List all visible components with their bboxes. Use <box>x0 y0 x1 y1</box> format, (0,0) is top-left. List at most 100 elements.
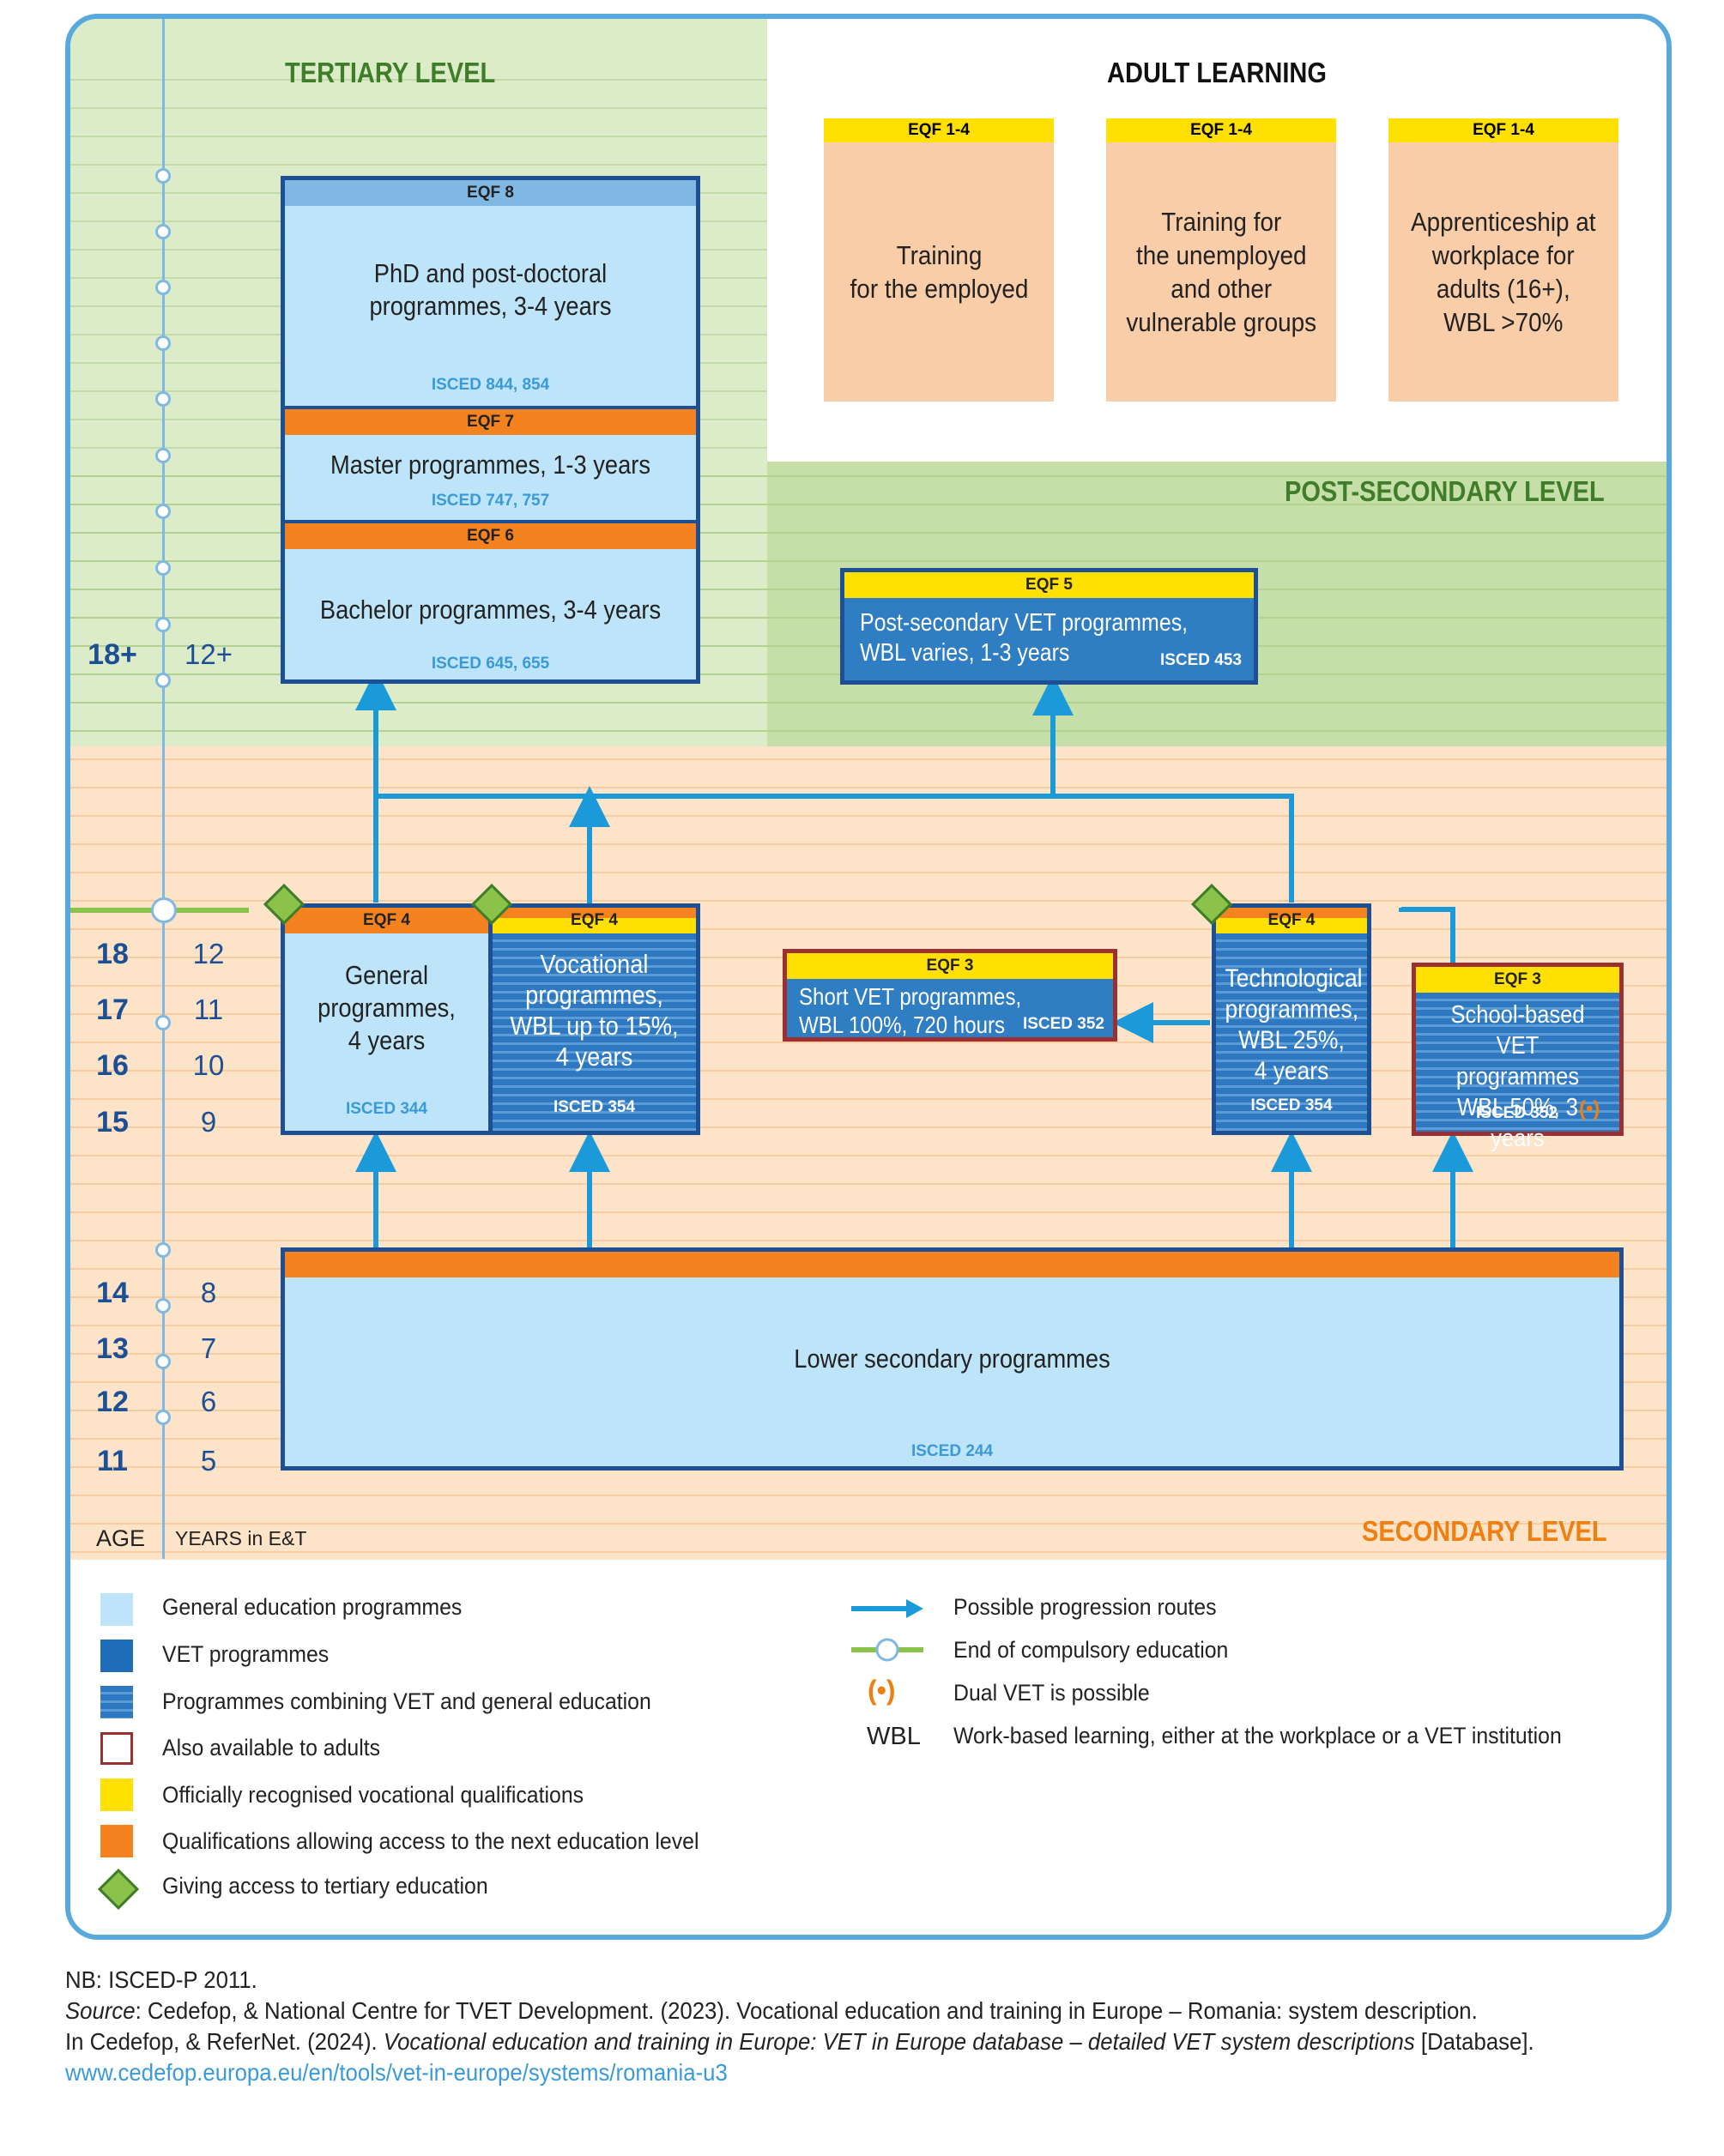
legend-access-next: Qualifications allowing access to the ne… <box>162 1828 699 1854</box>
age-label: 12 <box>96 1386 129 1418</box>
guide-line <box>70 1211 1667 1213</box>
age-label: 18+ <box>88 638 137 671</box>
year-label: 7 <box>200 1332 217 1364</box>
school-based-vet-box[interactable]: EQF 3 School-based VET programmes WBL 50… <box>1412 963 1624 1152</box>
master-isced: ISCED 747, 757 <box>431 492 550 510</box>
legend-swatch-access-next <box>100 1825 133 1857</box>
footer-source-label: Source <box>65 1997 136 2024</box>
adult-box-2-eqf: EQF 1-4 <box>1106 118 1336 142</box>
guide-line <box>70 758 1667 760</box>
axis-tick <box>155 1354 171 1369</box>
guide-line <box>70 730 1667 732</box>
master-eqf: EQF 7 <box>285 409 696 435</box>
guide-line <box>70 843 1667 845</box>
lower-secondary-text: Lower secondary programmes <box>794 1344 1110 1374</box>
legend-dual-icon: (•) <box>868 1675 896 1706</box>
years-axis-label: YEARS in E&T <box>175 1527 307 1549</box>
guide-line <box>70 702 1667 704</box>
adult-box-2: Training for the unemployed and other vu… <box>1106 142 1336 402</box>
axis-tick <box>155 224 171 239</box>
technological-isced: ISCED 354 <box>1250 1096 1333 1114</box>
guide-line <box>70 1098 1667 1100</box>
secondary-level-title: SECONDARY LEVEL <box>1362 1515 1607 1547</box>
guide-line <box>70 1523 1667 1525</box>
adult-box-3-text: Apprenticeship at workplace for adults (… <box>1411 207 1596 337</box>
vocational-isced: ISCED 354 <box>553 1098 636 1116</box>
vocational-text: Vocational programmes, WBL up to 15%, 4 … <box>510 949 679 1072</box>
axis-tick <box>155 1015 171 1030</box>
short-vet-eqf: EQF 3 <box>787 953 1113 979</box>
bachelor-eqf: EQF 6 <box>285 523 696 549</box>
legend-general: General education programmes <box>162 1594 463 1620</box>
guide-line <box>70 872 1667 873</box>
vocational-programmes-box[interactable]: EQF 4 Vocational programmes, WBL up to 1… <box>488 903 700 1135</box>
general-isced: ISCED 344 <box>345 1100 428 1118</box>
guide-line <box>70 79 767 81</box>
school-vet-isced: ISCED 352 <box>1476 1104 1558 1122</box>
guide-line <box>70 815 1667 817</box>
legend-vet: VET programmes <box>162 1641 330 1667</box>
axis-tick <box>155 504 171 519</box>
phd-eqf: EQF 8 <box>285 180 696 206</box>
legend-dual: Dual VET is possible <box>953 1680 1150 1706</box>
lower-secondary-isced: ISCED 244 <box>910 1442 994 1460</box>
axis-tick <box>155 448 171 463</box>
route-upper-connector <box>373 794 1294 903</box>
guide-line <box>70 1551 1667 1553</box>
route-school-vet <box>1399 907 1455 966</box>
age-label: 11 <box>97 1445 128 1477</box>
short-vet-box[interactable]: EQF 3 Short VET programmes, WBL 100%, 72… <box>783 949 1117 1042</box>
post-secondary-level-title: POST-SECONDARY LEVEL <box>1285 475 1605 507</box>
axis-tick <box>155 335 171 351</box>
dual-vet-marker: (•) <box>1579 1097 1600 1120</box>
legend-progression: Possible progression routes <box>953 1594 1217 1620</box>
adult-box-1: Training for the employed <box>824 142 1054 402</box>
general-eqf: EQF 4 <box>285 908 488 933</box>
legend-compulsory: End of compulsory education <box>953 1637 1229 1663</box>
general-programmes-box[interactable]: EQF 4 General programmes, 4 years ISCED … <box>281 903 493 1135</box>
legend-compulsory-icon <box>851 1638 923 1662</box>
guide-line <box>70 504 1667 505</box>
phd-text: PhD and post-doctoral programmes, 3-4 ye… <box>369 258 612 321</box>
year-label: 12 <box>192 938 225 969</box>
short-vet-text: Short VET programmes, WBL 100%, 720 hour… <box>799 983 1022 1038</box>
technological-programmes-box[interactable]: EQF 4 Technological programmes, WBL 25%,… <box>1212 903 1371 1135</box>
year-label: 9 <box>200 1106 217 1138</box>
legend-area <box>70 1560 1667 1935</box>
legend-wbl: Work-based learning, either at the workp… <box>953 1723 1562 1748</box>
legend-swatch-combined <box>100 1686 133 1718</box>
axis-tick <box>155 280 171 295</box>
guide-line <box>70 1126 1667 1128</box>
year-label: 11 <box>193 993 224 1025</box>
age-label: 13 <box>96 1332 129 1365</box>
guide-line <box>70 1240 1667 1241</box>
guide-line <box>70 560 1667 562</box>
year-label: 5 <box>200 1445 217 1477</box>
guide-line <box>70 1495 1667 1496</box>
lower-secondary-box[interactable]: Lower secondary programmes ISCED 244 <box>281 1247 1624 1471</box>
age-label: 16 <box>96 1049 129 1082</box>
axis-tick <box>155 1410 171 1425</box>
adult-box-3-eqf: EQF 1-4 <box>1388 118 1618 142</box>
legend-tertiary-access: Giving access to tertiary education <box>162 1873 488 1899</box>
bachelor-text: Bachelor programmes, 3-4 years <box>319 595 662 625</box>
age-label: 17 <box>96 993 129 1026</box>
phd-isced: ISCED 844, 854 <box>431 376 550 394</box>
post-secondary-vet-box[interactable]: EQF 5 Post-secondary VET programmes, WBL… <box>840 568 1258 685</box>
general-text: General programmes, 4 years <box>318 960 456 1055</box>
legend-swatch-adults <box>100 1732 133 1765</box>
age-label: 14 <box>96 1277 129 1309</box>
adult-box-3: Apprenticeship at workplace for adults (… <box>1388 142 1618 402</box>
year-label: 8 <box>200 1277 217 1308</box>
footer-url[interactable]: www.cedefop.europa.eu/en/tools/vet-in-eu… <box>65 2059 728 2086</box>
guide-line <box>70 787 1667 788</box>
adult-box-1-eqf: EQF 1-4 <box>824 118 1054 142</box>
adult-learning-title: ADULT LEARNING <box>1107 57 1327 88</box>
legend-arrow-icon <box>851 1599 923 1618</box>
footer-nb: NB: ISCED-P 2011. <box>65 1966 257 1993</box>
axis-tick <box>155 391 171 407</box>
year-label: 6 <box>200 1386 217 1417</box>
guide-line <box>70 900 1667 902</box>
axis-tick <box>155 1242 171 1258</box>
